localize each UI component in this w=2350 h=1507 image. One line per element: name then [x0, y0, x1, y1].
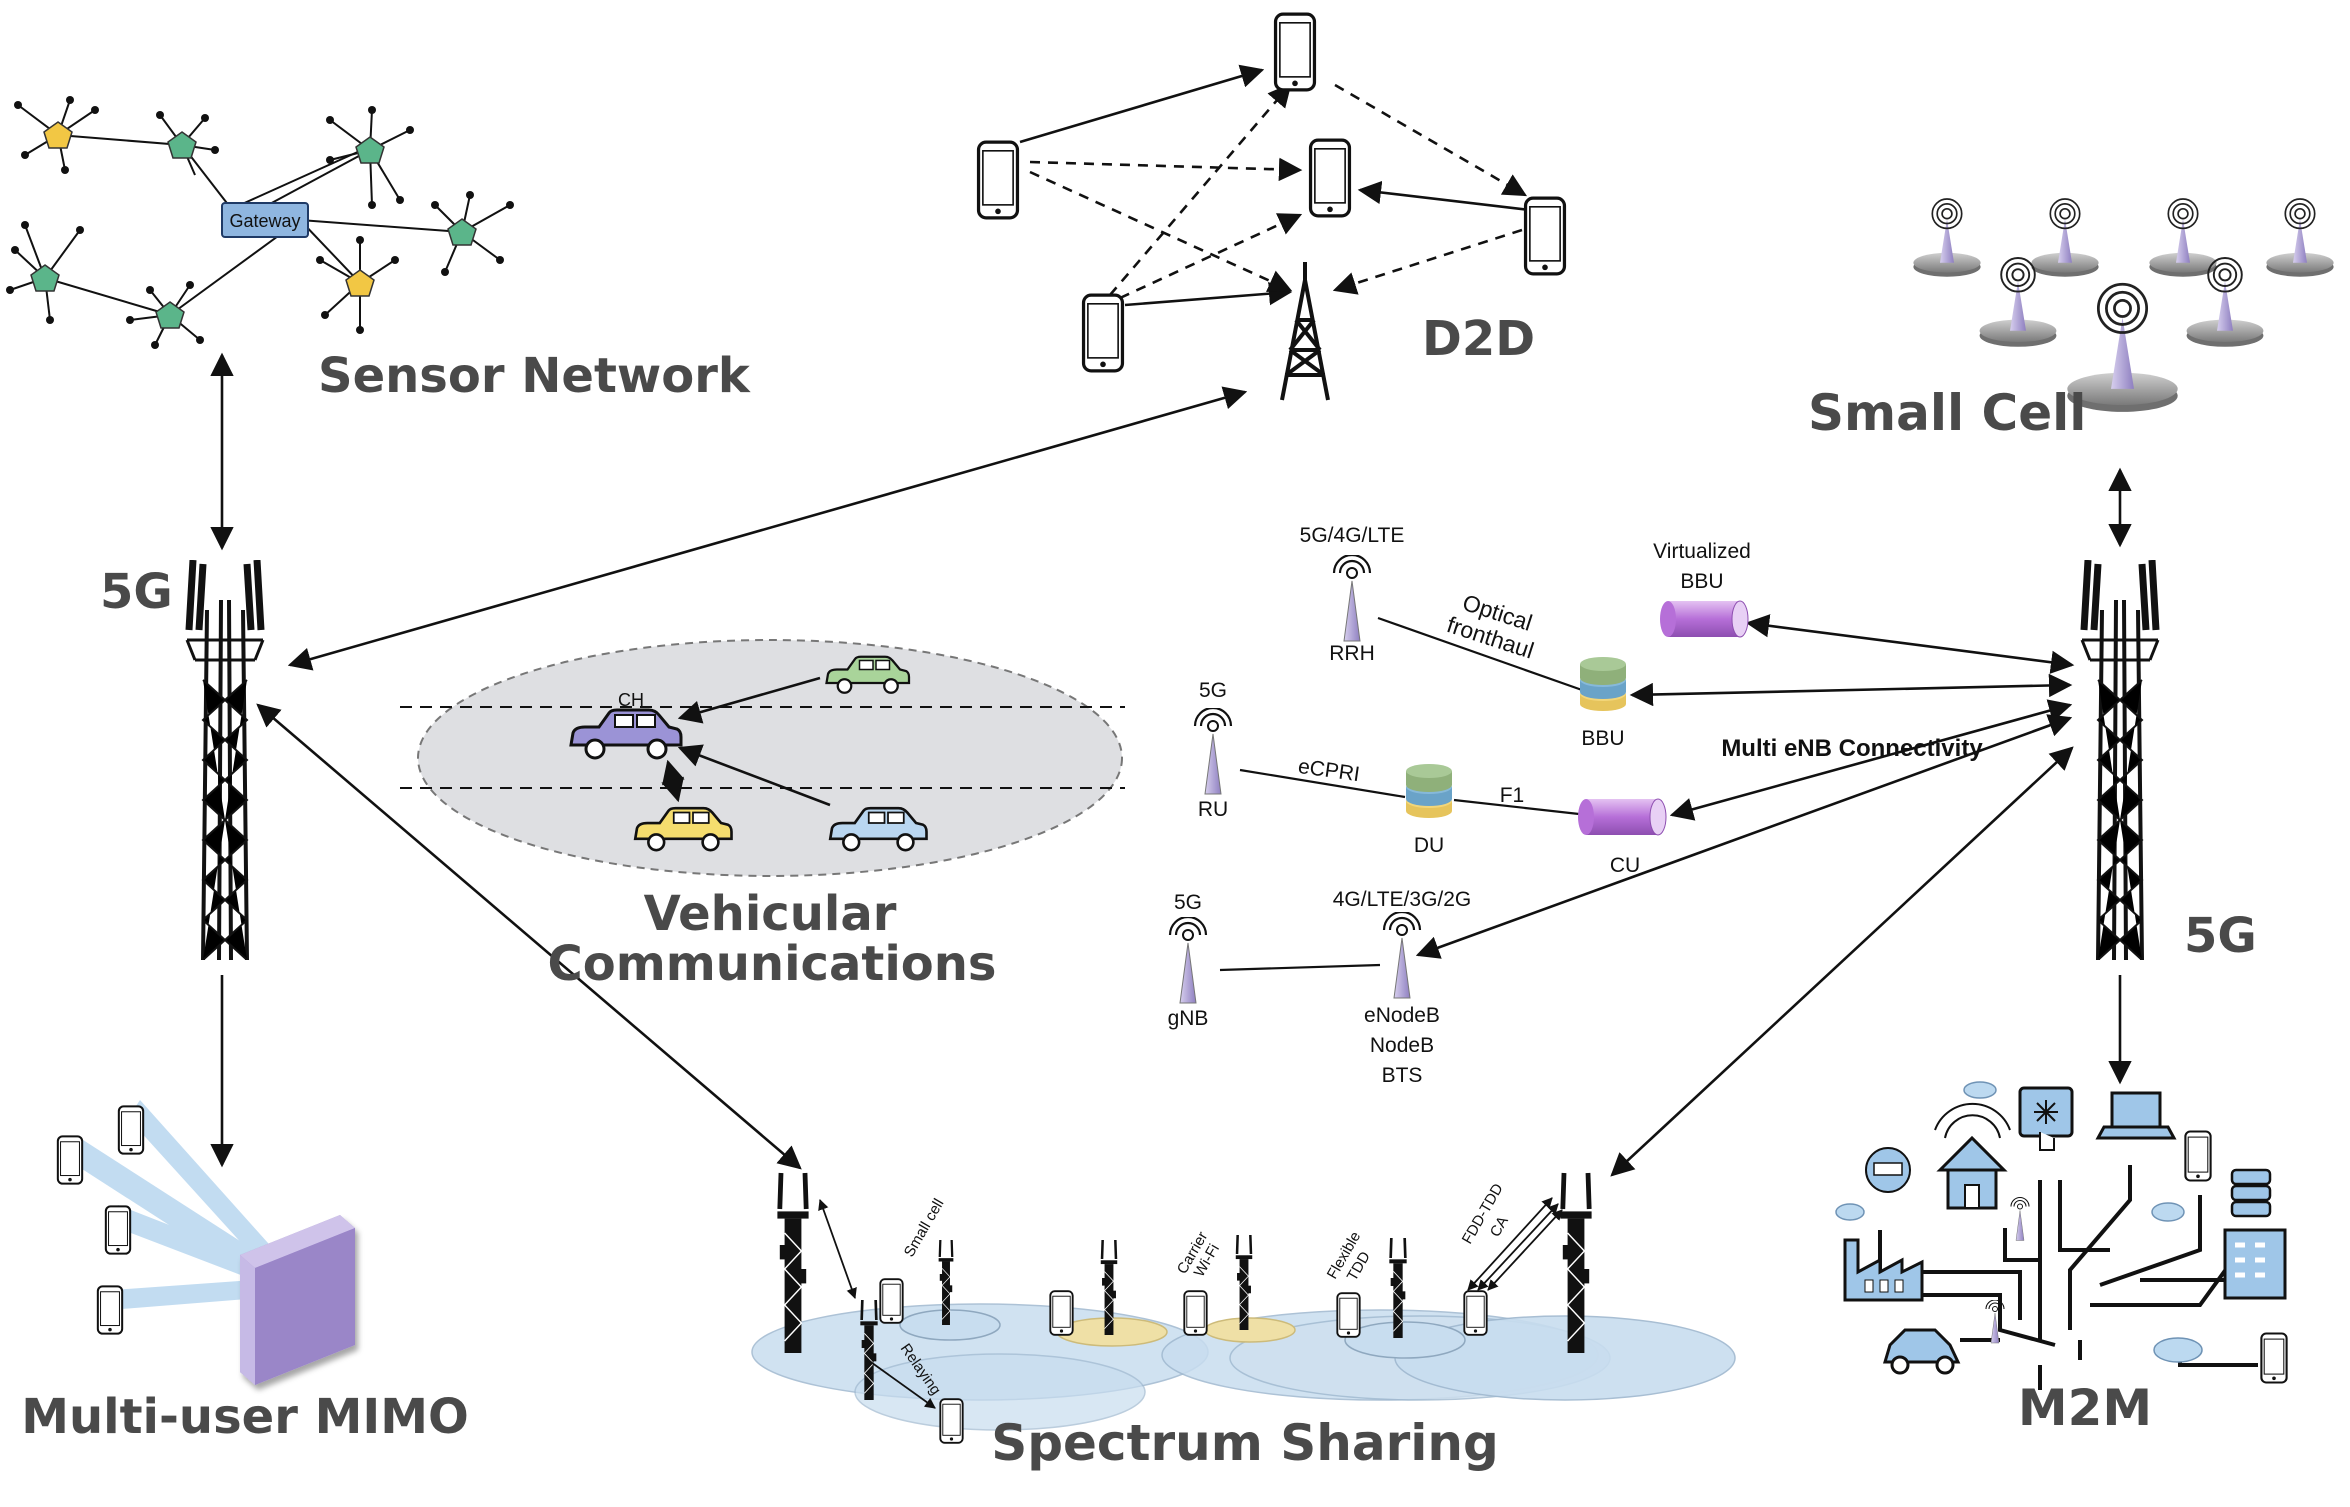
- small-cell-icon: [2030, 198, 2100, 278]
- sensor-node-icon: [155, 301, 185, 329]
- multi-user-mimo-heading: Multi-user MIMO: [21, 1389, 469, 1445]
- virtualized-bbu-icon: [1660, 600, 1749, 638]
- spectrum-phone-icon: [1336, 1292, 1361, 1338]
- rrh-label: RRH: [1329, 642, 1375, 665]
- mimo-phone-icon: [104, 1205, 132, 1255]
- m2m-phone-icon: [2260, 1332, 2288, 1384]
- sensor-network: Gateway Sensor Network: [6, 96, 751, 404]
- du-label: DU: [1414, 834, 1444, 857]
- tower-left-icon: [187, 560, 263, 960]
- office-building-icon: [2223, 1228, 2287, 1300]
- multi-enb-connectivity-label: Multi eNB Connectivity: [1721, 735, 1983, 762]
- virtualized-bbu-label-line2: BBU: [1680, 570, 1723, 593]
- small-cell-icon: [1912, 198, 1982, 278]
- d2d-phone-icon: [1273, 12, 1317, 92]
- small-cell-icon: [2265, 198, 2335, 278]
- sensor-node-icon: [30, 264, 60, 292]
- sensor-node-icon: [167, 131, 197, 159]
- enodeb-label-line2: NodeB: [1370, 1034, 1434, 1057]
- small-cell-icon: [2148, 198, 2218, 278]
- enodeb-label-line1: eNodeB: [1364, 1004, 1440, 1027]
- m2m-antenna-icon: [2010, 1196, 2030, 1242]
- sensor-node-icon: [447, 218, 477, 246]
- d2d-phone-icon: [976, 140, 1020, 220]
- spectrum-phone-icon: [1049, 1290, 1074, 1336]
- spectrum-phone-icon: [879, 1278, 904, 1324]
- vehicular-heading-line1: Vehicular: [644, 886, 897, 942]
- sensor-node-icon: [43, 121, 73, 149]
- small-tower-icon: [1234, 1235, 1254, 1330]
- mimo-phone-icon: [117, 1105, 145, 1155]
- mimo-base-station-icon: [240, 1215, 355, 1385]
- small-cell-cluster: Small Cell: [1808, 198, 2335, 442]
- mimo-phone-icon: [96, 1285, 124, 1335]
- spectrum-phone-icon: [1463, 1290, 1488, 1336]
- virtualized-bbu-label-line1: Virtualized: [1653, 540, 1751, 563]
- ru-antenna-icon: [1193, 708, 1233, 796]
- touch-screen-icon: [2018, 1086, 2074, 1151]
- sensor-node-icon: [345, 269, 375, 297]
- cloud-icon: [1963, 1081, 1997, 1099]
- cloud-icon: [2151, 1202, 2185, 1222]
- bbu-database-icon: [1580, 657, 1626, 711]
- vehicular-area: [417, 639, 1123, 877]
- multi-user-mimo: Multi-user MIMO: [21, 1100, 469, 1445]
- spectrum-sharing-heading: Spectrum Sharing: [991, 1414, 1499, 1472]
- m2m-cluster: M2M: [1835, 1081, 2288, 1437]
- d2d-cluster: D2D: [976, 12, 1567, 401]
- tower-right-icon: [2082, 560, 2158, 960]
- f1-label: F1: [1500, 784, 1525, 807]
- gnb-label: gNB: [1168, 1007, 1209, 1030]
- server-icon: [2230, 1168, 2272, 1218]
- spectrum-phone-icon: [1183, 1290, 1208, 1336]
- spectrum-sharing: Small cell Relaying Carrier Wi-Fi Flexib…: [751, 1173, 1736, 1472]
- d2d-phone-icon: [1523, 196, 1567, 276]
- d2d-phone-icon: [1081, 293, 1125, 373]
- sensor-node-icon: [355, 136, 385, 164]
- d2d-phone-icon: [1308, 138, 1352, 218]
- laptop-icon: [2095, 1091, 2177, 1140]
- cu-label: CU: [1610, 854, 1640, 877]
- m2m-heading: M2M: [2018, 1379, 2152, 1437]
- mimo-phone-icon: [56, 1135, 84, 1185]
- cloud-icon: [2153, 1337, 2203, 1363]
- enodeb-label-line3: BTS: [1382, 1064, 1423, 1087]
- cloud-icon: [1835, 1203, 1865, 1221]
- cluster-head-label: CH: [618, 690, 644, 710]
- connected-car-icon: [1882, 1328, 1961, 1375]
- ran-architectures: 5G/4G/LTE RRH Optical fronthaul BBU Virt…: [1168, 524, 1984, 1087]
- bbu-label: BBU: [1581, 727, 1624, 750]
- factory-icon: [1843, 1238, 1924, 1302]
- tower-right-label: 5G: [2184, 908, 2257, 964]
- vehicular-heading-line2: Communications: [548, 936, 997, 992]
- enodeb-tech-label: 4G/LTE/3G/2G: [1333, 888, 1472, 911]
- tower-left-label: 5G: [100, 564, 173, 620]
- d2d-heading: D2D: [1422, 311, 1535, 367]
- enodeb-antenna-icon: [1382, 912, 1422, 1000]
- smart-home-icon: [1934, 1103, 2011, 1210]
- ru-tech-label: 5G: [1199, 679, 1227, 702]
- m2m-phone-icon: [2184, 1130, 2212, 1182]
- gnb-tech-label: 5G: [1174, 891, 1202, 914]
- gateway-label: Gateway: [229, 211, 300, 231]
- small-cell-heading: Small Cell: [1808, 384, 2086, 442]
- vehicular-communications: CH Vehicular Communications: [400, 639, 1125, 992]
- du-database-icon: [1406, 764, 1452, 818]
- cu-icon: [1578, 798, 1667, 836]
- gateway-box: [221, 202, 309, 238]
- sensor-network-heading: Sensor Network: [318, 348, 751, 404]
- base-station-icon: [1280, 262, 1330, 401]
- ru-label: RU: [1198, 798, 1228, 821]
- rrh-tech-label: 5G/4G/LTE: [1300, 524, 1405, 547]
- rrh-antenna-icon: [1332, 555, 1372, 643]
- spectrum-phone-icon: [939, 1398, 964, 1444]
- gnb-antenna-icon: [1168, 917, 1208, 1005]
